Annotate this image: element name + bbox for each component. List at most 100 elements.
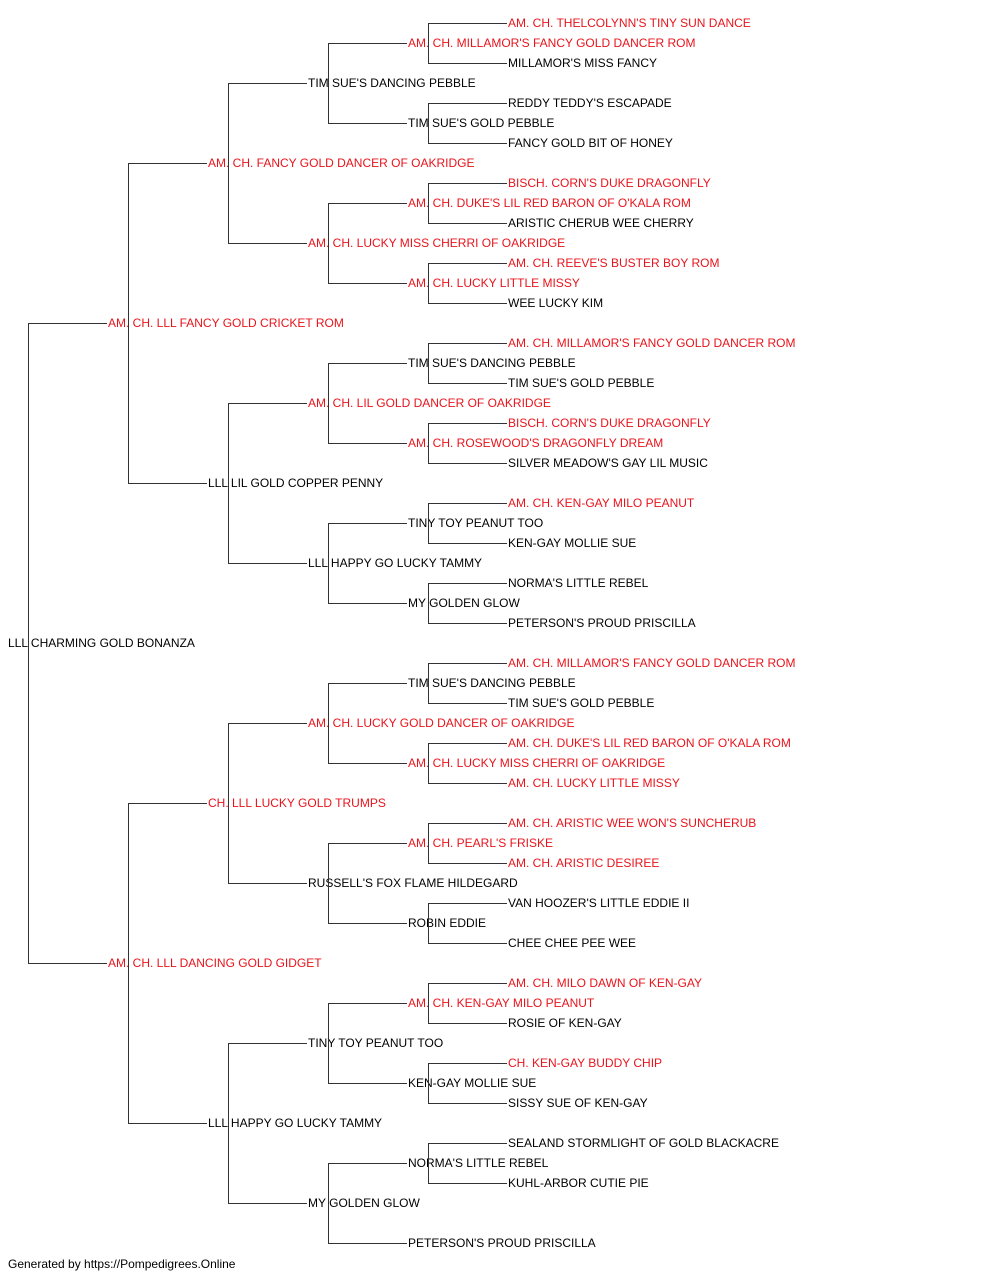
connector-line xyxy=(28,963,108,964)
connector-line xyxy=(428,583,429,623)
connector-line xyxy=(428,1143,429,1183)
connector-line xyxy=(428,183,508,184)
connector-line xyxy=(428,663,508,664)
connector-line xyxy=(228,1203,308,1204)
pedigree-name: AM. CH. ARISTIC DESIREE xyxy=(507,856,661,870)
connector-line xyxy=(428,23,429,63)
pedigree-name: AM. CH. LUCKY MISS CHERRI OF OAKRIDGE xyxy=(307,236,567,250)
connector-line xyxy=(328,123,408,124)
connector-line xyxy=(228,883,308,884)
connector-line xyxy=(428,183,429,223)
pedigree-name: TIM SUE'S GOLD PEBBLE xyxy=(507,696,656,710)
connector-line xyxy=(428,263,508,264)
pedigree-name: NORMA'S LITTLE REBEL xyxy=(407,1156,550,1170)
connector-line xyxy=(228,403,308,404)
connector-line xyxy=(328,603,408,604)
connector-line xyxy=(428,1063,508,1064)
pedigree-name: TIM SUE'S DANCING PEBBLE xyxy=(307,76,477,90)
connector-line xyxy=(328,1163,408,1164)
pedigree-name: TINY TOY PEANUT TOO xyxy=(407,516,545,530)
connector-line xyxy=(428,903,508,904)
pedigree-name: MY GOLDEN GLOW xyxy=(307,1196,421,1210)
connector-line xyxy=(228,243,308,244)
connector-line xyxy=(328,363,329,443)
connector-line xyxy=(428,103,429,143)
pedigree-name: CH. KEN-GAY BUDDY CHIP xyxy=(507,1056,664,1070)
connector-line xyxy=(428,503,508,504)
pedigree-name: TIM SUE'S GOLD PEBBLE xyxy=(507,376,656,390)
connector-line xyxy=(328,283,408,284)
connector-line xyxy=(428,743,508,744)
connector-line xyxy=(428,783,508,784)
connector-line xyxy=(428,823,429,863)
pedigree-name: REDDY TEDDY'S ESCAPADE xyxy=(507,96,673,110)
pedigree-name: ROBIN EDDIE xyxy=(407,916,488,930)
connector-line xyxy=(228,723,229,883)
pedigree-name: AM. CH. LUCKY GOLD DANCER OF OAKRIDGE xyxy=(307,716,576,730)
connector-line xyxy=(328,843,329,923)
connector-line xyxy=(428,663,429,703)
connector-line xyxy=(428,23,508,24)
connector-line xyxy=(428,543,508,544)
connector-line xyxy=(328,1083,408,1084)
connector-line xyxy=(428,983,508,984)
connector-line xyxy=(428,903,429,943)
pedigree-name: AM. CH. LLL FANCY GOLD CRICKET ROM xyxy=(107,316,345,330)
connector-line xyxy=(428,103,508,104)
pedigree-name: AM. CH. ARISTIC WEE WON'S SUNCHERUB xyxy=(507,816,758,830)
pedigree-name: AM. CH. REEVE'S BUSTER BOY ROM xyxy=(507,256,721,270)
pedigree-name: AM. CH. PEARL'S FRISKE xyxy=(407,836,554,850)
connector-line xyxy=(428,263,429,303)
connector-line xyxy=(428,983,429,1023)
connector-line xyxy=(428,343,429,383)
pedigree-name: NORMA'S LITTLE REBEL xyxy=(507,576,650,590)
connector-line xyxy=(128,803,129,1123)
pedigree-name: KUHL-ARBOR CUTIE PIE xyxy=(507,1176,650,1190)
connector-line xyxy=(328,923,408,924)
connector-line xyxy=(428,143,508,144)
connector-line xyxy=(428,1063,429,1103)
pedigree-name: BISCH. CORN'S DUKE DRAGONFLY xyxy=(507,176,712,190)
pedigree-name: AM. CH. LUCKY LITTLE MISSY xyxy=(507,776,681,790)
pedigree-name: KEN-GAY MOLLIE SUE xyxy=(407,1076,538,1090)
pedigree-name: LLL HAPPY GO LUCKY TAMMY xyxy=(207,1116,384,1130)
connector-line xyxy=(228,723,308,724)
pedigree-name: AM. CH. THELCOLYNN'S TINY SUN DANCE xyxy=(507,16,752,30)
connector-line xyxy=(428,463,508,464)
pedigree-name: SISSY SUE OF KEN-GAY xyxy=(507,1096,649,1110)
pedigree-name: AM. CH. DUKE'S LIL RED BARON OF O'KALA R… xyxy=(407,196,692,210)
pedigree-name: CHEE CHEE PEE WEE xyxy=(507,936,638,950)
pedigree-name: TINY TOY PEANUT TOO xyxy=(307,1036,445,1050)
pedigree-name: AM. CH. ROSEWOOD'S DRAGONFLY DREAM xyxy=(407,436,665,450)
connector-line xyxy=(28,323,29,963)
pedigree-name: MILLAMOR'S MISS FANCY xyxy=(507,56,658,70)
pedigree-name: AM. CH. MILO DAWN OF KEN-GAY xyxy=(507,976,704,990)
pedigree-name: BISCH. CORN'S DUKE DRAGONFLY xyxy=(507,416,712,430)
connector-line xyxy=(428,1103,508,1104)
connector-line xyxy=(328,523,408,524)
pedigree-name: AM. CH. MILLAMOR'S FANCY GOLD DANCER ROM xyxy=(507,336,797,350)
connector-line xyxy=(328,1243,408,1244)
connector-line xyxy=(228,83,229,243)
pedigree-name: AM. CH. MILLAMOR'S FANCY GOLD DANCER ROM xyxy=(507,656,797,670)
connector-line xyxy=(428,423,508,424)
connector-line xyxy=(428,943,508,944)
pedigree-name: AM. CH. LUCKY MISS CHERRI OF OAKRIDGE xyxy=(407,756,667,770)
connector-line xyxy=(428,303,508,304)
connector-line xyxy=(428,1183,508,1184)
pedigree-name: SEALAND STORMLIGHT OF GOLD BLACKACRE xyxy=(507,1136,780,1150)
pedigree-name: PETERSON'S PROUD PRISCILLA xyxy=(507,616,697,630)
pedigree-name: PETERSON'S PROUD PRISCILLA xyxy=(407,1236,597,1250)
pedigree-name: AM. CH. MILLAMOR'S FANCY GOLD DANCER ROM xyxy=(407,36,697,50)
pedigree-name: AM. CH. FANCY GOLD DANCER OF OAKRIDGE xyxy=(207,156,476,170)
pedigree-name: ROSIE OF KEN-GAY xyxy=(507,1016,623,1030)
connector-line xyxy=(428,63,508,64)
connector-line xyxy=(128,163,208,164)
pedigree-name: AM. CH. KEN-GAY MILO PEANUT xyxy=(407,996,596,1010)
pedigree-name: TIM SUE'S DANCING PEBBLE xyxy=(407,356,577,370)
footer-credit: Generated by https://Pompedigrees.Online xyxy=(8,1257,236,1271)
pedigree-name: TIM SUE'S DANCING PEBBLE xyxy=(407,676,577,690)
pedigree-name: MY GOLDEN GLOW xyxy=(407,596,521,610)
pedigree-name: FANCY GOLD BIT OF HONEY xyxy=(507,136,674,150)
